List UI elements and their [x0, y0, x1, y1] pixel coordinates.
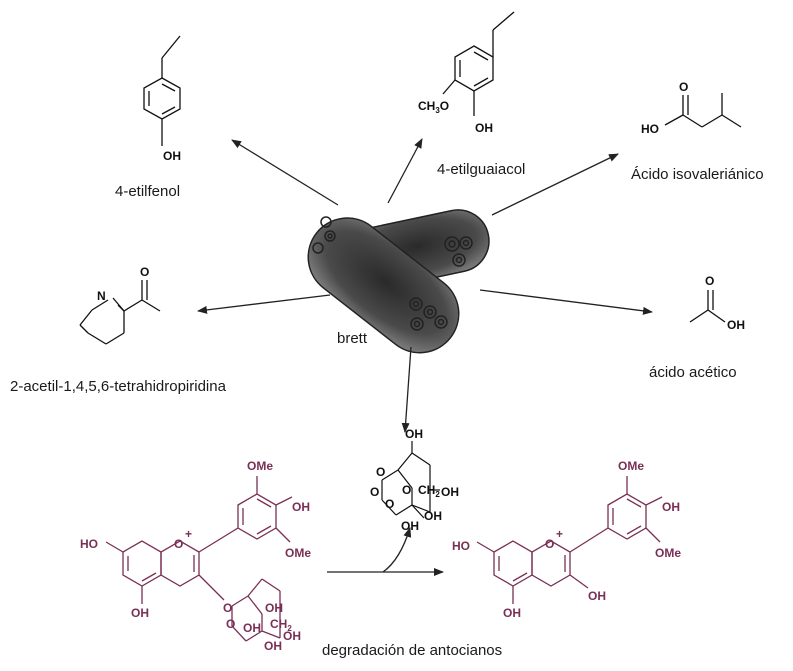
structure-4-etilfenol — [143, 35, 181, 146]
atom-ome: OMe — [285, 546, 311, 560]
atom-oh: OH — [401, 519, 419, 533]
structure-tetrahydropyridine — [79, 280, 161, 345]
arrow-to-isovaleric — [491, 153, 619, 216]
label-4-etilfenol: 4-etilfenol — [115, 183, 181, 200]
atom-ho: HO — [452, 539, 470, 553]
atom-oh: OH — [292, 500, 310, 514]
atom-oh: OH — [475, 121, 493, 135]
atom-o: O — [370, 485, 379, 499]
brett-cells — [307, 209, 490, 354]
atom-oh: OH — [264, 639, 282, 653]
atom-o: O — [705, 274, 714, 288]
atom-o: O — [385, 497, 394, 511]
atom-ome: OMe — [618, 459, 644, 473]
atom-o: O — [402, 483, 411, 497]
atom-n: N — [97, 289, 106, 303]
structure-isovaleric — [664, 93, 742, 128]
atom-oh: OH — [405, 427, 423, 441]
atom-o: O — [223, 601, 232, 615]
atom-ch3o: CH3O — [418, 99, 449, 115]
atom-oh: OH — [503, 606, 521, 620]
structure-4-etilguaiacol — [442, 11, 515, 116]
arrows — [197, 138, 653, 576]
atom-ho: HO — [80, 537, 98, 551]
arrow-to-4-etilfenol — [231, 139, 339, 206]
label-degradation: degradación de antocianos — [322, 642, 503, 659]
atom-ho: HO — [641, 122, 659, 136]
arrow-to-tetrahydropyridine — [197, 294, 331, 314]
atom-oh: OH — [441, 485, 459, 499]
atom-oh: OH — [588, 589, 606, 603]
label-acetic: ácido acético — [649, 364, 737, 381]
atom-o: O — [545, 537, 554, 551]
atom-oh: OH — [283, 629, 301, 643]
arrow-to-sugar — [401, 346, 412, 433]
atom-ch2oh: CH2 — [418, 483, 440, 499]
label-isovaleric: Ácido isovaleriánico — [631, 166, 764, 183]
atom-ome: OMe — [655, 546, 681, 560]
atom-oh: OH — [163, 149, 181, 163]
atom-oh: OH — [662, 500, 680, 514]
arrow-to-4-etilguaiacol — [387, 138, 423, 204]
atom-oh: OH — [727, 318, 745, 332]
structure-anthocyanidin — [476, 476, 663, 604]
structure-acetic — [689, 290, 726, 323]
bud-scars — [312, 216, 473, 331]
label-tetrahydropyridine: 2-acetil-1,4,5,6-tetrahidropiridina — [10, 378, 226, 395]
label-4-etilguaiacol: 4-etilguaiacol — [437, 161, 526, 178]
structure-sugar — [381, 441, 440, 519]
atom-o: O — [174, 537, 183, 551]
atom-o: O — [140, 265, 149, 279]
atom-oh: OH — [265, 601, 283, 615]
atom-ch2oh: CH2 — [270, 617, 292, 633]
arrow-sugar-release — [382, 527, 412, 573]
atom-o: O — [226, 617, 235, 631]
atom-plus: + — [185, 527, 192, 541]
structure-anthocyanin-glycoside — [105, 476, 293, 642]
atom-plus: + — [556, 527, 563, 541]
atom-o: O — [679, 80, 688, 94]
label-brett: brett — [337, 330, 368, 347]
arrow-to-acetic — [479, 289, 653, 315]
atom-o: O — [376, 465, 385, 479]
atom-oh: OH — [131, 606, 149, 620]
atom-ome: OMe — [247, 459, 273, 473]
atom-oh: OH — [424, 509, 442, 523]
atom-oh: OH — [243, 621, 261, 635]
